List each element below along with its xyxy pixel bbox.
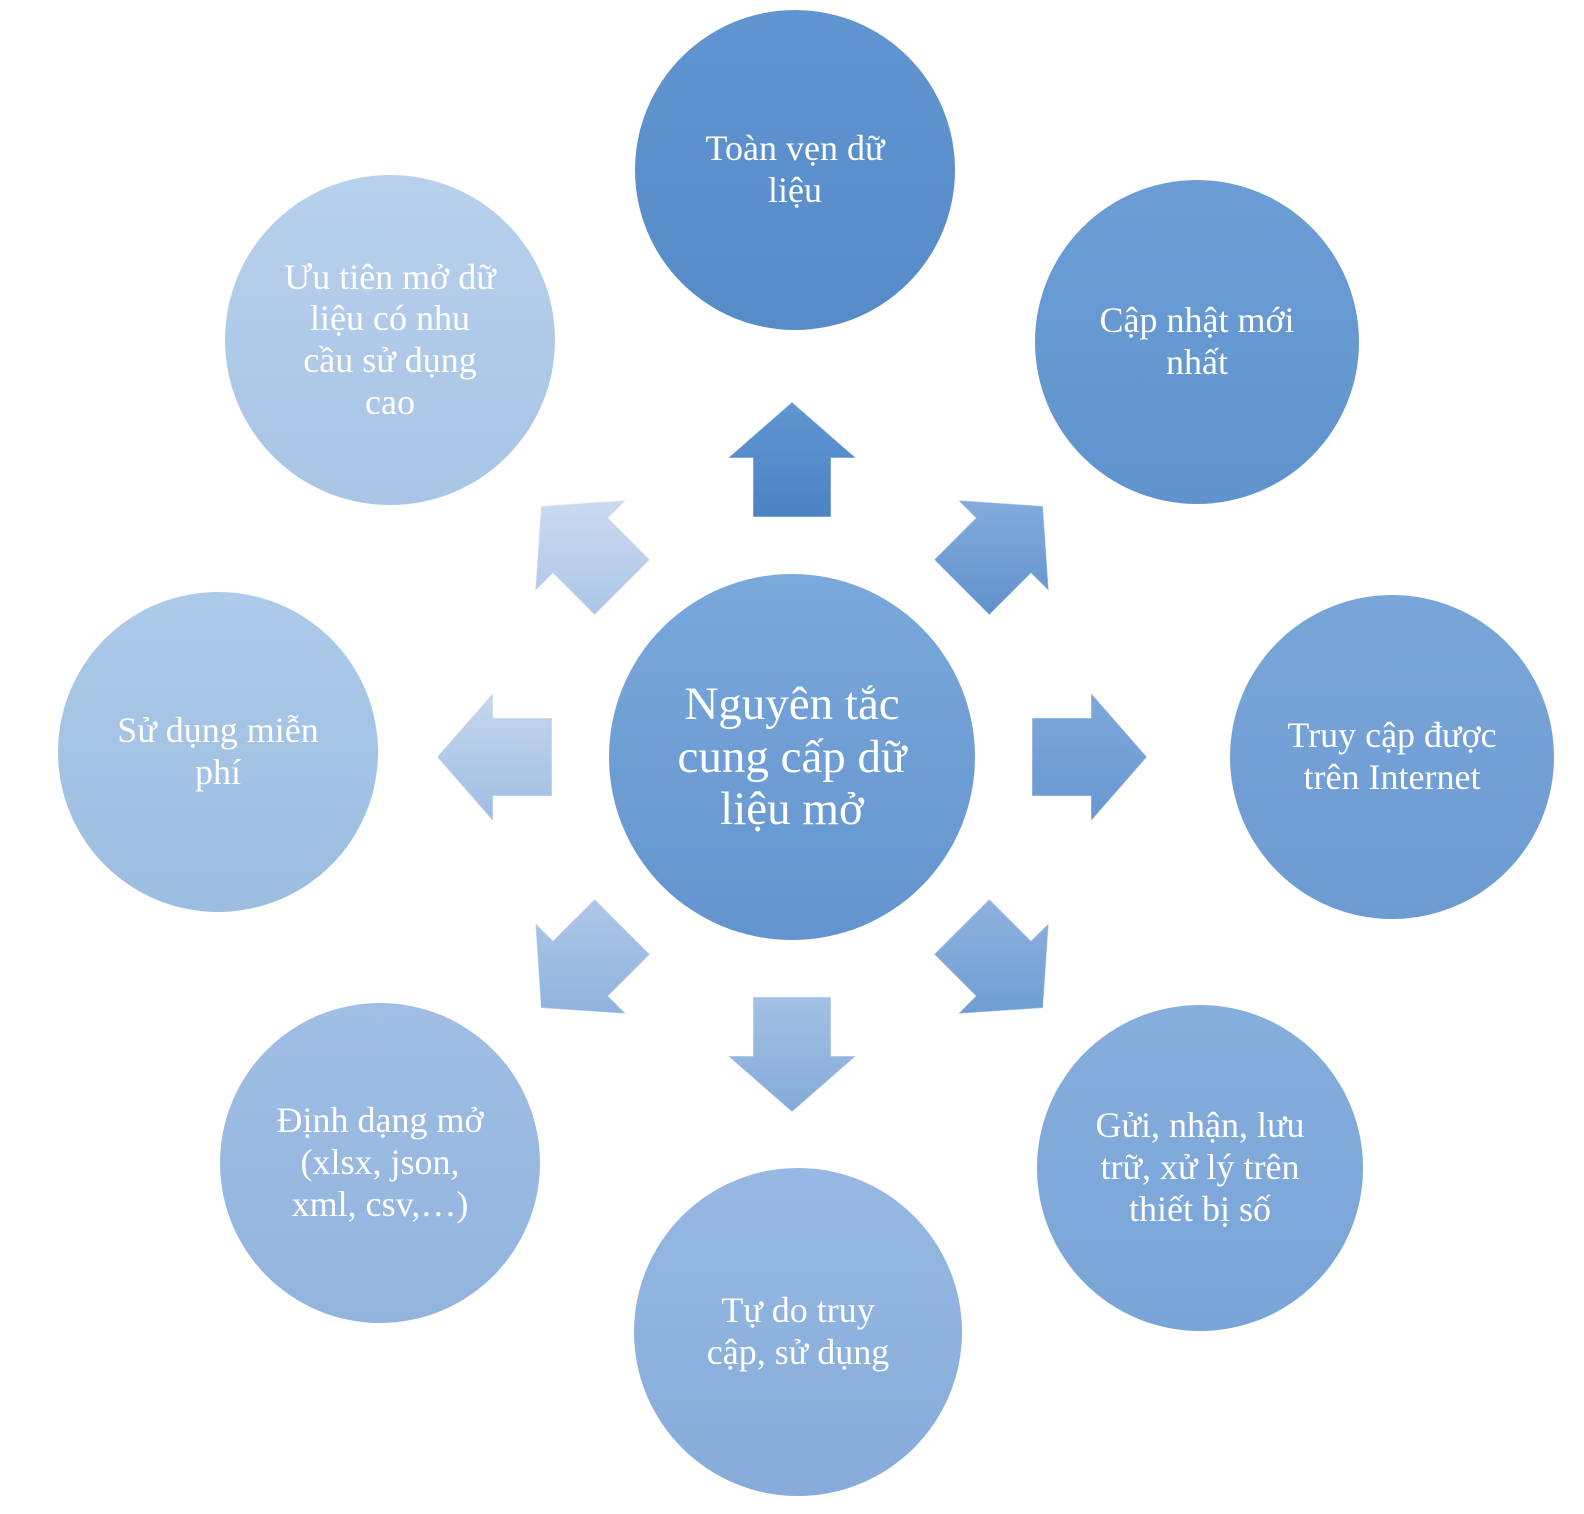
arrow-up-icon xyxy=(726,401,858,518)
arrow-down-left-icon xyxy=(534,898,651,1015)
node-top: Toàn vẹn dữ liệu xyxy=(635,10,955,330)
arrow-up-left-icon xyxy=(534,499,651,616)
node-left-label: Sử dụng miễn phí xyxy=(117,710,319,792)
node-bottom: Tự do truy cập, sử dụng xyxy=(634,1168,962,1496)
node-top-left: Ưu tiên mở dữ liệu có nhu cầu sử dụng ca… xyxy=(225,175,555,505)
node-top-right: Cập nhật mới nhất xyxy=(1035,180,1359,504)
node-bottom-right-label: Gửi, nhận, lưu trữ, xử lý trên thiết bị … xyxy=(1095,1105,1305,1229)
arrow-left-icon xyxy=(436,691,553,823)
center-node-label: Nguyên tắc cung cấp dữ liệu mở xyxy=(677,678,907,836)
node-top-right-label: Cập nhật mới nhất xyxy=(1099,300,1295,382)
arrow-down-icon xyxy=(726,996,858,1113)
node-top-left-label: Ưu tiên mở dữ liệu có nhu cầu sử dụng ca… xyxy=(284,256,496,422)
diagram-center-node: Nguyên tắc cung cấp dữ liệu mở xyxy=(609,574,975,940)
arrow-down-right-icon xyxy=(933,898,1050,1015)
node-left: Sử dụng miễn phí xyxy=(58,592,378,912)
node-bottom-right: Gửi, nhận, lưu trữ, xử lý trên thiết bị … xyxy=(1037,1005,1363,1331)
node-bottom-left-label: Định dạng mở (xlsx, json, xml, csv,…) xyxy=(276,1100,484,1224)
node-right-label: Truy cập được trên Internet xyxy=(1287,715,1497,797)
arrow-up-right-icon xyxy=(933,499,1050,616)
node-right: Truy cập được trên Internet xyxy=(1230,595,1554,919)
node-bottom-label: Tự do truy cập, sử dụng xyxy=(706,1290,890,1372)
node-top-label: Toàn vẹn dữ liệu xyxy=(705,128,885,210)
node-bottom-left: Định dạng mở (xlsx, json, xml, csv,…) xyxy=(220,1003,540,1323)
arrow-right-icon xyxy=(1031,691,1148,823)
